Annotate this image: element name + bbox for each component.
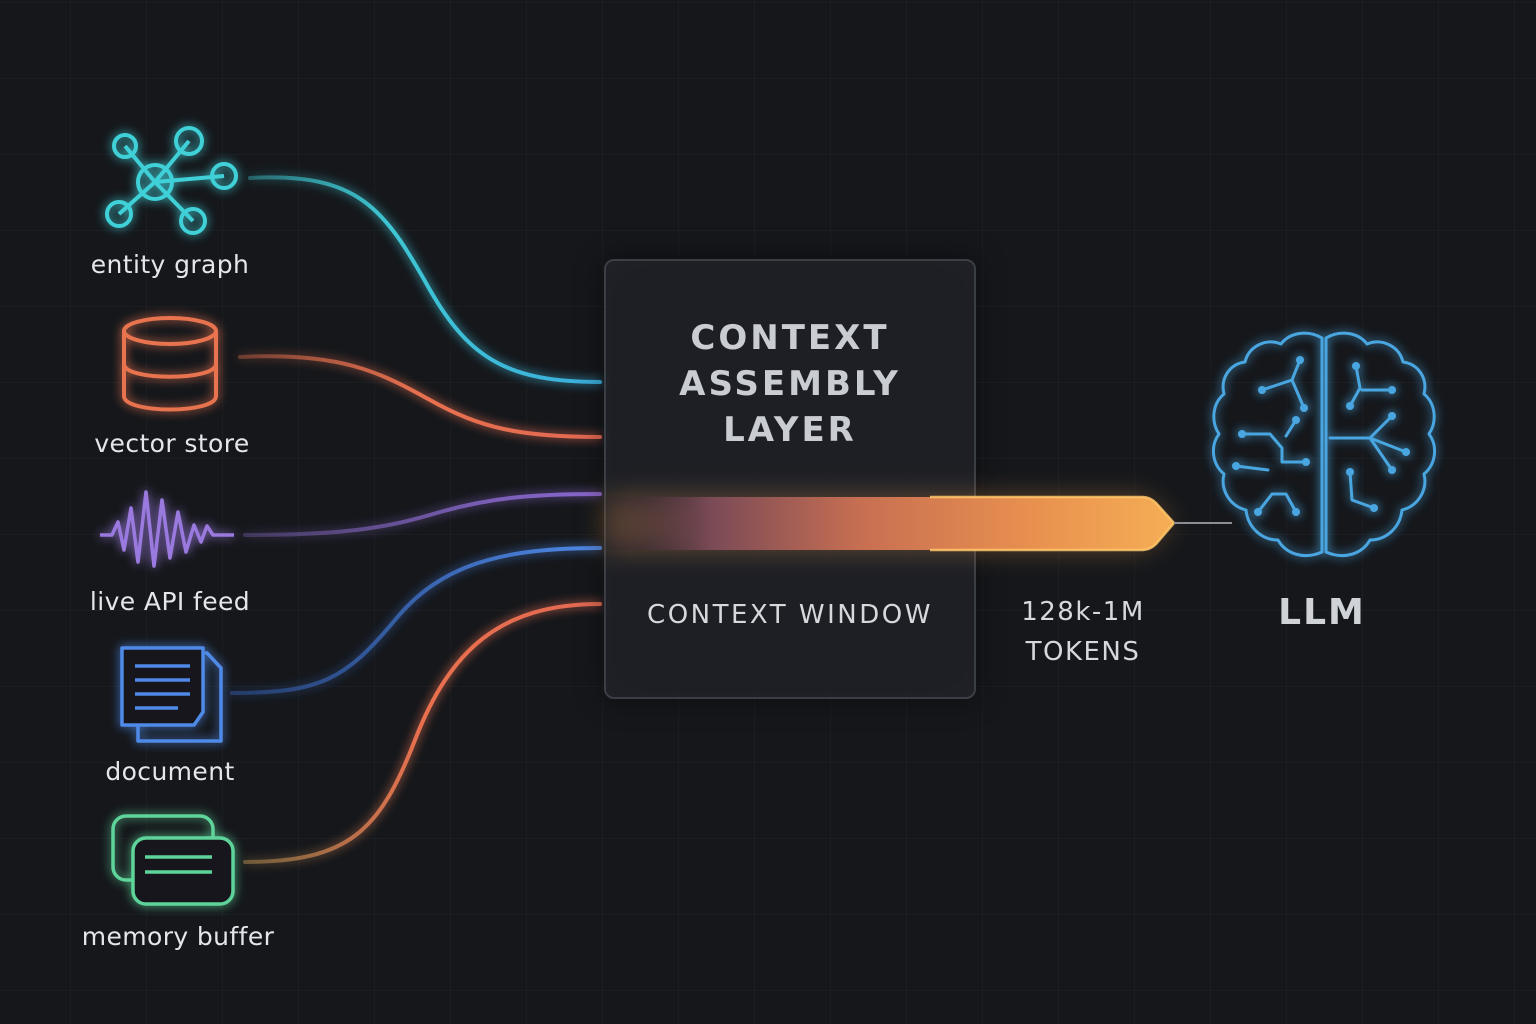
llm-label: LLM <box>1278 592 1366 633</box>
brain-circuit-icon <box>1211 331 1437 557</box>
assembly-title-line-2: ASSEMBLY <box>679 364 901 404</box>
source-label-entity-graph: entity graph <box>90 250 250 279</box>
chat-bubbles-icon <box>111 814 235 906</box>
database-cylinder-icon <box>122 316 218 412</box>
waveform-icon <box>100 490 234 568</box>
connector-vector-store <box>238 354 602 439</box>
graph-network-icon <box>105 126 238 235</box>
source-label-memory-buffer: memory buffer <box>81 922 275 951</box>
token-range-value: 128k-1M <box>1021 597 1145 627</box>
source-label-document: document <box>105 757 235 786</box>
context-beam <box>605 497 1174 550</box>
assembly-title-line-1: CONTEXT <box>690 318 890 358</box>
source-label-vector-store: vector store <box>94 429 250 458</box>
assembly-title: CONTEXT ASSEMBLY LAYER <box>604 315 976 453</box>
token-range-unit: TOKENS <box>1025 637 1141 667</box>
token-range-label: 128k-1M TOKENS <box>1021 592 1145 672</box>
context-window-label: CONTEXT WINDOW <box>647 600 933 630</box>
connector-entity-graph <box>248 175 602 384</box>
assembly-title-line-3: LAYER <box>723 410 857 450</box>
context-assembly-box <box>604 259 976 699</box>
connector-memory-buffer <box>243 602 602 864</box>
connector-live-api-feed <box>243 492 602 537</box>
source-label-live-api-feed: live API feed <box>89 587 251 616</box>
connector-document <box>230 546 602 695</box>
document-pages-icon <box>120 646 223 743</box>
